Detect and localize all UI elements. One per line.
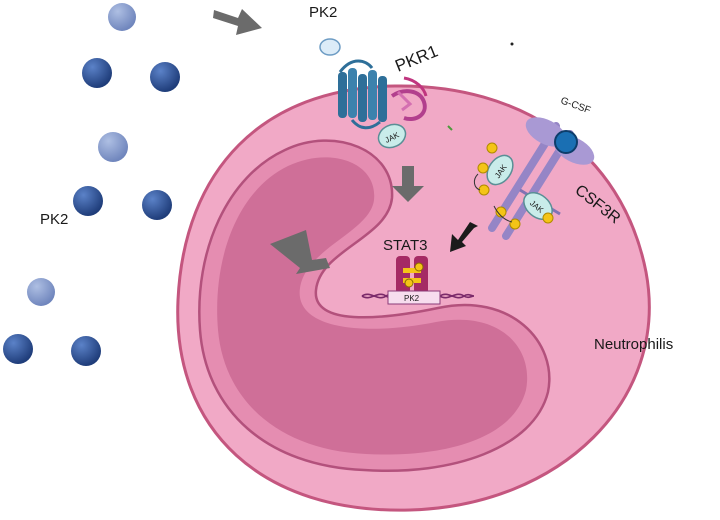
- gcsf-ligand: [554, 130, 578, 154]
- pkr1-to-nucleus-arrow: [392, 166, 424, 202]
- pk2-molecule-dark: [142, 190, 172, 220]
- pk2-molecule-light: [108, 3, 136, 31]
- pkr1-receptor: [338, 59, 428, 130]
- neutrophils-label: Neutrophilis: [594, 336, 673, 353]
- pk2-molecule-dark: [71, 336, 101, 366]
- speck: [510, 42, 514, 46]
- pk2-incoming-arrow: [213, 9, 262, 35]
- pk2-molecule-dark: [82, 58, 112, 88]
- csf3r-to-stat3-arrow: [450, 222, 478, 252]
- stat3-label: STAT3: [383, 237, 427, 254]
- phospho-sites: [473, 142, 554, 230]
- nucleus-export-arrow: [270, 230, 330, 274]
- stat3-dimer: [396, 256, 428, 294]
- pk2-gene-label: PK2: [404, 294, 420, 303]
- pkr1-label: PKR1: [392, 41, 440, 75]
- pk2-molecule-light: [27, 278, 55, 306]
- jak-pkr1: [377, 123, 407, 149]
- pkr1-g-protein: [390, 89, 427, 121]
- jak-csf3r-1: [486, 154, 514, 186]
- pk2-left-label: PK2: [40, 211, 68, 228]
- pk2-molecule-dark: [150, 62, 180, 92]
- nucleus: [198, 139, 551, 472]
- pk2-ligand: [319, 38, 341, 56]
- pk2-gene-box: [387, 290, 441, 305]
- pk2-molecule-dark: [3, 334, 33, 364]
- pk2-molecule-dark: [73, 186, 103, 216]
- small-green-mark: [447, 125, 453, 131]
- pk2-top-label: PK2: [309, 4, 337, 21]
- pk2-molecule-light: [98, 132, 128, 162]
- gcsf-label: G-CSF: [559, 95, 592, 116]
